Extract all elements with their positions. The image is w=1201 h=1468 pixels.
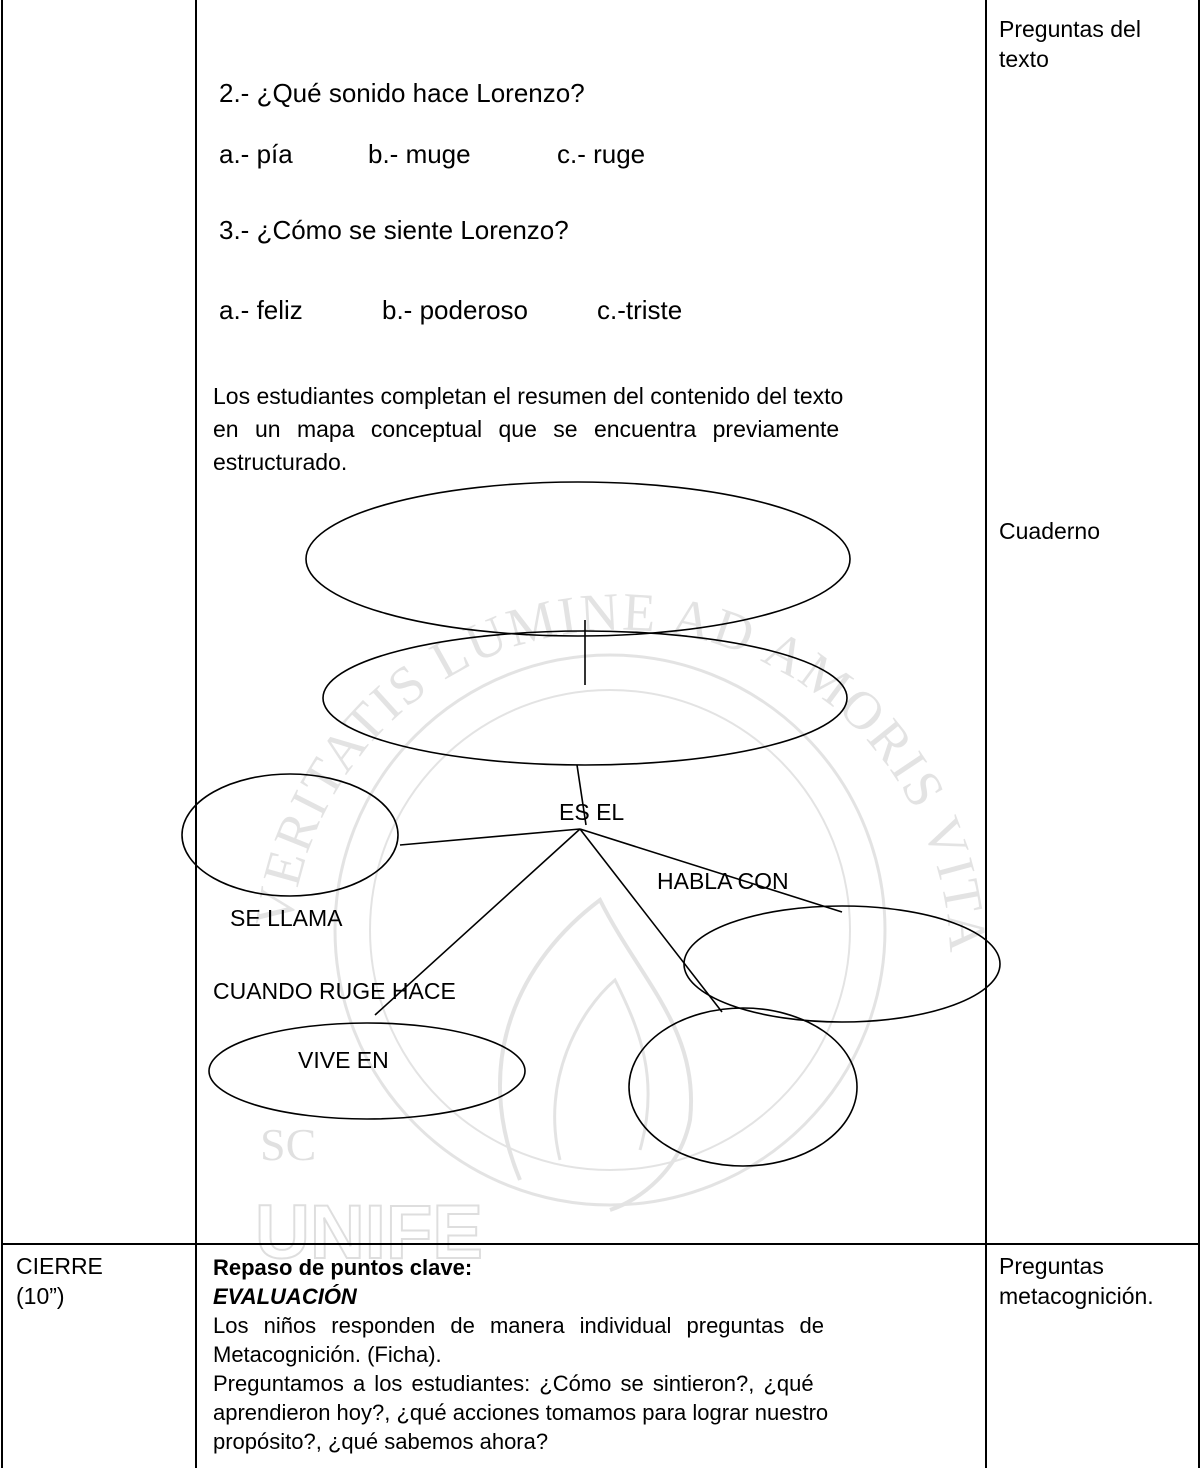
map-label-es-el: ES EL xyxy=(559,799,625,825)
map-ellipse-left xyxy=(181,773,399,897)
resource-preguntas-texto-2: texto xyxy=(999,46,1049,72)
map-label-vive-en: VIVE EN xyxy=(298,1047,389,1073)
resource-preguntas-texto: Preguntas del xyxy=(999,16,1141,42)
paragraph-2-line-1: Preguntamos a los estudiantes: ¿Cómo se … xyxy=(213,1371,814,1396)
summary-line-1: Los estudiantes completan el resumen del… xyxy=(213,383,844,409)
q3-option-a: a.- feliz xyxy=(219,295,303,325)
map-ellipse-bottom-right xyxy=(628,1007,858,1167)
map-ellipse-top xyxy=(305,481,851,637)
resource-preguntas: Preguntas xyxy=(999,1253,1104,1279)
map-label-habla-con: HABLA CON xyxy=(657,868,789,894)
connector-right xyxy=(579,828,843,913)
paragraph-1-line-2: Metacognición. (Ficha). xyxy=(213,1342,442,1367)
summary-line-3: estructurado. xyxy=(213,449,348,475)
q3-option-c: c.-triste xyxy=(597,295,683,325)
resource-cuaderno: Cuaderno xyxy=(999,518,1101,544)
watermark-brand: UNIFE xyxy=(255,1190,483,1275)
map-ellipse-right xyxy=(683,905,1001,1023)
paragraph-2-line-3: propósito?, ¿qué sabemos ahora? xyxy=(213,1429,549,1454)
concept-map xyxy=(181,481,1001,1167)
paragraph-1-line-1: Los niños responden de manera individual… xyxy=(213,1313,824,1338)
watermark-mark: SC xyxy=(260,1119,316,1170)
connector-bottom-left xyxy=(374,828,581,1016)
q2-option-a: a.- pía xyxy=(219,139,293,169)
q2-option-b: b.- muge xyxy=(368,139,471,169)
connector-center xyxy=(576,764,587,826)
section-heading: Repaso de puntos clave: xyxy=(213,1255,473,1280)
section-subheading: EVALUACIÓN xyxy=(213,1284,357,1309)
question-3: 3.- ¿Cómo se siente Lorenzo? xyxy=(219,215,569,245)
phase-label: CIERRE xyxy=(16,1253,103,1279)
resource-metacognicion: metacognición. xyxy=(999,1283,1154,1309)
summary-line-2: en un mapa conceptual que se encuentra p… xyxy=(213,416,840,442)
connector-bottom-right xyxy=(579,828,723,1013)
connector-left xyxy=(399,828,581,846)
map-label-se-llama: SE LLAMA xyxy=(230,905,343,931)
question-2: 2.- ¿Qué sonido hace Lorenzo? xyxy=(219,78,585,108)
paragraph-2-line-2: aprendieron hoy?, ¿qué acciones tomamos … xyxy=(213,1400,829,1425)
map-label-cuando-ruge: CUANDO RUGE HACE xyxy=(213,978,456,1004)
map-ellipse-bottom-left xyxy=(208,1022,526,1120)
q3-option-b: b.- poderoso xyxy=(382,295,528,325)
phase-duration: (10”) xyxy=(16,1283,65,1309)
q2-option-c: c.- ruge xyxy=(557,139,646,169)
